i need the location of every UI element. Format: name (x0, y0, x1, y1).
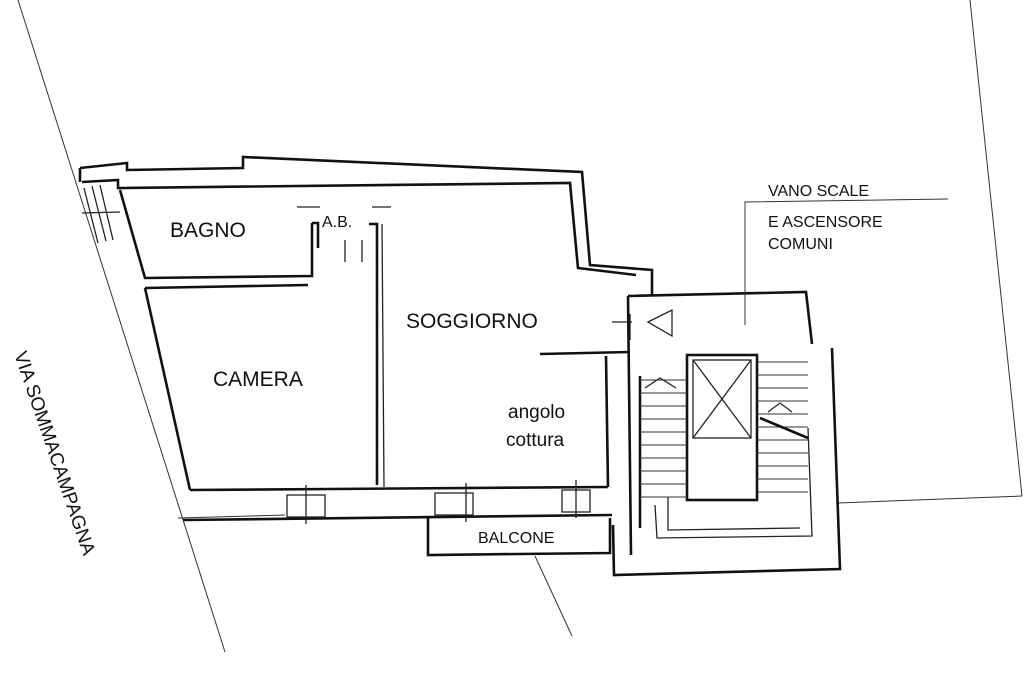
room-label-soggiorno: SOGGIORNO (406, 310, 538, 333)
street-label: VIA SOMMACAMPAGNA (9, 349, 99, 558)
apartment-walls (78, 155, 654, 524)
room-label-cottura: cottura (506, 430, 565, 451)
room-label-ab: A.B. (322, 214, 352, 231)
lot-boundary (17, 0, 1023, 653)
balcony (426, 518, 612, 557)
room-label-balcone: BALCONE (478, 530, 554, 547)
stairwell-label-line3: COMUNI (768, 236, 833, 253)
stairwell-label-line1: VANO SCALE (768, 183, 869, 200)
room-label-camera: CAMERA (213, 368, 303, 391)
room-label-bagno: BAGNO (170, 219, 246, 242)
stairwell-label-line2: E ASCENSORE (768, 214, 883, 231)
stairwell (611, 198, 949, 577)
room-label-angolo: angolo (508, 402, 565, 423)
